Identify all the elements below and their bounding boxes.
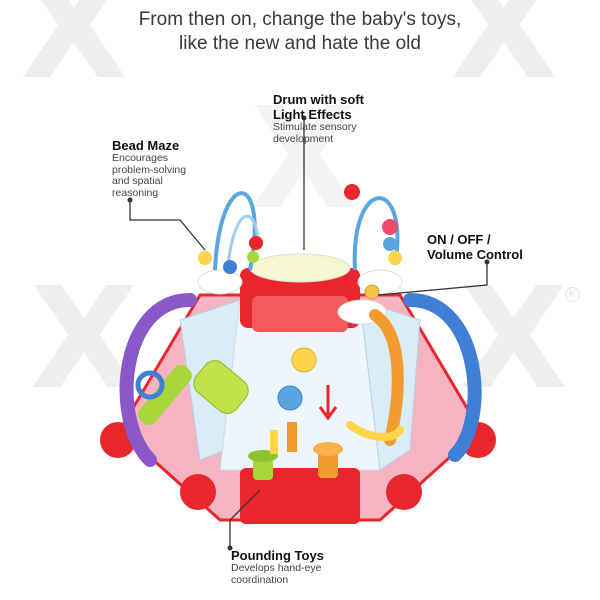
callout-pound-desc-1: Develops hand-eye	[231, 562, 322, 574]
onoff-leader-line	[377, 262, 488, 296]
callout-bead-desc-4: reasoning	[112, 186, 159, 199]
watermark-logo: X	[450, 0, 558, 111]
callout-pound-title: Pounding Toys	[231, 548, 324, 563]
headline-line-2: like the new and hate the old	[179, 33, 421, 54]
callout-onoff-title-1: ON / OFF /	[427, 232, 491, 247]
purple-handle	[119, 293, 197, 467]
bead	[388, 251, 402, 265]
bead	[249, 236, 263, 250]
callout-pounding: Pounding Toys Develops hand-eye coordina…	[231, 548, 324, 586]
leader-dot	[301, 115, 307, 121]
watermark-logo: X	[20, 0, 128, 111]
callout-drum-title-2: Light Effects	[273, 107, 352, 122]
bead	[344, 184, 360, 200]
headline: From then on, change the baby's toys, li…	[0, 8, 600, 56]
orange-slide	[369, 309, 404, 446]
pound-peg-top	[313, 442, 343, 456]
callout-drum-title-1: Drum with soft	[273, 92, 364, 107]
red-foot	[180, 474, 216, 510]
bead	[382, 219, 398, 235]
callout-bead-desc-2: problem-solving	[112, 163, 187, 176]
callout-bead-desc-1: Encourages	[112, 152, 169, 164]
callout-onoff-title-2: Volume Control	[427, 247, 523, 262]
arrow-icon	[318, 385, 338, 421]
bead	[198, 251, 212, 265]
peg	[270, 430, 278, 454]
pound-peg-orange	[318, 450, 338, 478]
leader-dot	[127, 197, 133, 203]
pounding-box	[240, 468, 360, 524]
drum-light	[249, 253, 351, 283]
cloud	[357, 269, 403, 295]
bead	[223, 260, 237, 274]
callout-drum: Drum with soft Light Effects Stimulate s…	[273, 92, 364, 145]
callout-bead-desc-3: and spatial	[112, 175, 163, 187]
bead	[247, 251, 259, 263]
hammer-handle	[138, 365, 192, 425]
smiley-gear	[277, 385, 303, 411]
peg	[287, 422, 297, 452]
callout-bead-maze: Bead Maze Encourages problem-solving and…	[112, 138, 186, 199]
callout-bead-title: Bead Maze	[112, 138, 180, 153]
hammer-head	[193, 360, 249, 414]
cloud	[197, 269, 243, 295]
pound-peg-green	[253, 458, 273, 480]
smiley-gear	[291, 347, 317, 373]
ring-toy	[135, 370, 165, 400]
right-panel	[359, 299, 421, 471]
callout-pound-desc-2: coordination	[231, 573, 289, 586]
callout-drum-desc-2: development	[273, 132, 334, 145]
trademark-icon: K	[565, 287, 580, 302]
banana	[346, 421, 404, 441]
bead	[383, 237, 397, 251]
leader-dot	[227, 545, 233, 551]
leader-dot	[484, 259, 490, 265]
callout-onoff: ON / OFF / Volume Control	[427, 232, 523, 262]
red-foot	[386, 474, 422, 510]
pound-leader-line	[229, 489, 261, 548]
power-switch	[364, 284, 380, 300]
drum-face	[252, 296, 348, 332]
bead-wire	[352, 196, 400, 271]
bead-wire	[226, 214, 260, 266]
bead-leader-line	[129, 200, 206, 251]
blue-handle	[403, 293, 482, 462]
headline-line-1: From then on, change the baby's toys,	[138, 9, 462, 30]
callout-drum-desc-1: Stimulate sensory	[273, 121, 357, 133]
